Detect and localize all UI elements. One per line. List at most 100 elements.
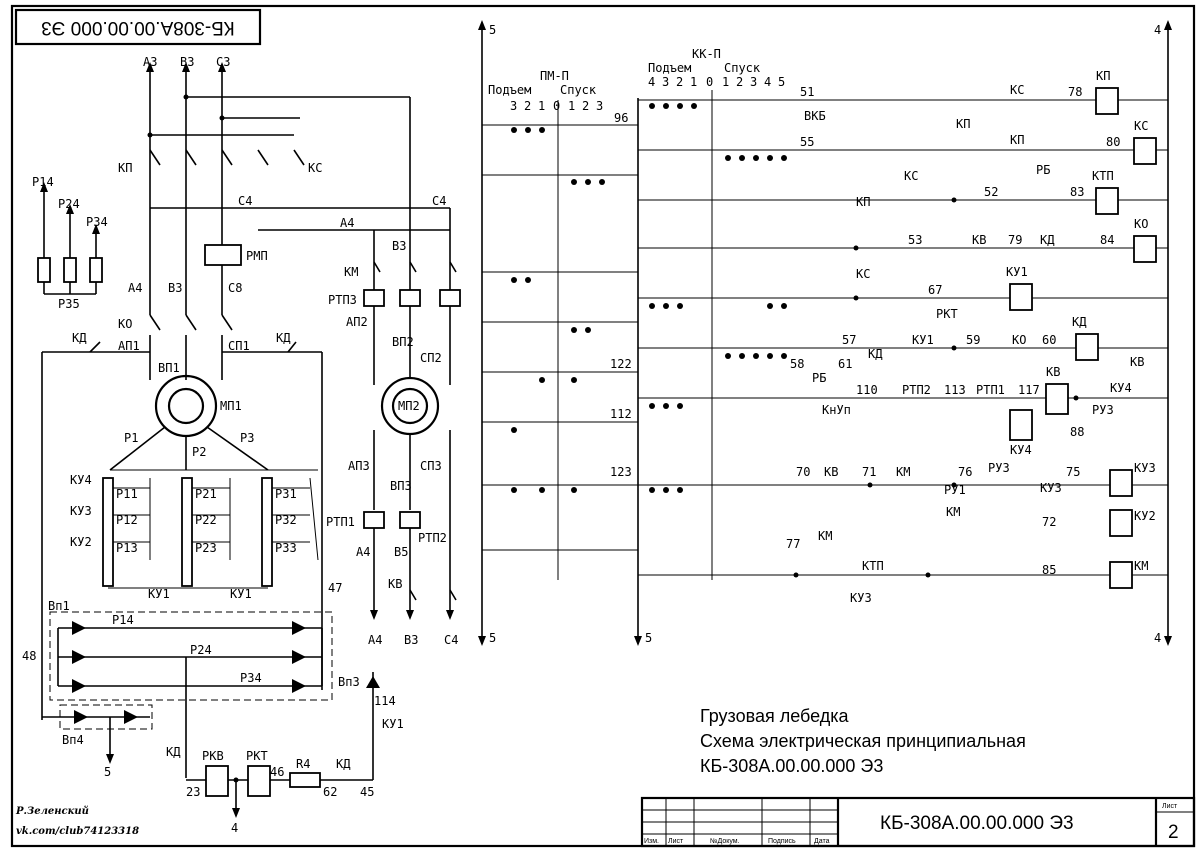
- ku4-label: КУ4: [70, 473, 92, 487]
- wire-61: 61: [838, 357, 852, 371]
- wire-58: 58: [790, 357, 804, 371]
- kk-up-3: 3: [662, 75, 669, 89]
- ku3-contact: КУЗ: [1040, 481, 1062, 495]
- rkv-label: РКВ: [202, 749, 224, 763]
- wire-70: 70: [796, 465, 810, 479]
- kp-label: КП: [118, 161, 132, 175]
- a4b-label: А4: [356, 545, 370, 559]
- ap1-label: АП1: [118, 339, 140, 353]
- p14-legend-label: Р14: [32, 175, 54, 189]
- ku3-contact-2: КУЗ: [850, 591, 872, 605]
- power-circuit: А3 В3 С3 КП КС С4 А4 РМП А4 В3 С8 КО: [22, 55, 450, 835]
- rtp3-label: РТП3: [328, 293, 357, 307]
- p34-legend-label: Р34: [86, 215, 108, 229]
- ku1-bottom-label: КУ1: [382, 717, 404, 731]
- title-line-3: КБ-308А.00.00.000 Э3: [700, 756, 883, 776]
- upside-down-code-box: КБ-308А.00.00.000 Э3: [14, 8, 262, 46]
- km-contact: КМ: [896, 465, 910, 479]
- kv-label: КВ: [388, 577, 402, 591]
- p2-label: Р2: [192, 445, 206, 459]
- ko-label: КО: [118, 317, 132, 331]
- bus-right-bottom: 4: [1154, 631, 1161, 645]
- p3-label: Р3: [240, 431, 254, 445]
- rmp-label: РМП: [246, 249, 268, 263]
- ru3-contact-2: РУЗ: [988, 461, 1010, 475]
- rtp1-label: РТП1: [326, 515, 355, 529]
- pm-title: ПМ-П: [540, 69, 569, 83]
- kk-down-1: 1: [722, 75, 729, 89]
- pm-down: Спуск: [560, 83, 597, 97]
- coil-kv-label: КВ: [1046, 365, 1060, 379]
- ap3-label: АП3: [348, 459, 370, 473]
- km-label: КМ: [344, 265, 358, 279]
- kp-contact-2: КП: [1010, 133, 1024, 147]
- p21-label: Р21: [195, 487, 217, 501]
- coil-ku1-label: КУ1: [1006, 265, 1028, 279]
- rtp1-contact: РТП1: [976, 383, 1005, 397]
- pm-zero: 0: [553, 99, 560, 113]
- r4-label: R4: [296, 757, 310, 771]
- vp1b-label: Вп1: [48, 599, 70, 613]
- kd-contact-2: КД: [868, 347, 883, 361]
- bus-mid-bottom: 5: [645, 631, 652, 645]
- b3-wire-label: В3: [168, 281, 182, 295]
- title-line-1: Грузовая лебедка: [700, 706, 850, 726]
- ku3-label: КУ3: [70, 504, 92, 518]
- b3-out-label: В3: [404, 633, 418, 647]
- vkb-label: ВКБ: [804, 109, 826, 123]
- wire-110: 110: [856, 383, 878, 397]
- p14-label: Р14: [112, 613, 134, 627]
- kd-chain-label: КД: [336, 757, 351, 771]
- kk-up-4: 4: [648, 75, 655, 89]
- wire-75: 75: [1066, 465, 1080, 479]
- n62-label: 62: [323, 785, 337, 799]
- pm-up-3: 3: [510, 99, 517, 113]
- wire-122: 122: [610, 357, 632, 371]
- wire-78: 78: [1068, 85, 1082, 99]
- rtp2-contact: РТП2: [902, 383, 931, 397]
- coil-set: [1009, 87, 1157, 589]
- coil-kp-label: КП: [1096, 69, 1110, 83]
- ap2-label: АП2: [346, 315, 368, 329]
- author-name: Р.Зеленский: [15, 806, 89, 817]
- wire-85: 85: [1042, 563, 1056, 577]
- kk-up-2: 2: [676, 75, 683, 89]
- coil-ktp-label: КТП: [1092, 169, 1114, 183]
- c4-label: С4: [238, 194, 252, 208]
- p23-label: Р23: [195, 541, 217, 555]
- kd-bottom-label: КД: [166, 745, 181, 759]
- kv-contact: КВ: [972, 233, 986, 247]
- upside-down-code: КБ-308А.00.00.000 Э3: [41, 17, 235, 38]
- p33-label: Р33: [275, 541, 297, 555]
- coil-ku2-label: КУ2: [1134, 509, 1156, 523]
- phase-b3-label: В3: [180, 55, 194, 69]
- wire-112: 112: [610, 407, 632, 421]
- ks-contact-1: КС: [1010, 83, 1024, 97]
- col-doc: №Докум.: [710, 838, 740, 845]
- knup-label: КнУп: [822, 403, 851, 417]
- wire-84: 84: [1100, 233, 1114, 247]
- kk-up: Подъем: [648, 61, 691, 75]
- c8-wire-label: С8: [228, 281, 242, 295]
- col-izm: Изм.: [644, 838, 659, 845]
- wire-77: 77: [786, 537, 800, 551]
- n48-label: 48: [22, 649, 36, 663]
- ko-contact: КО: [1012, 333, 1026, 347]
- wire-67: 67: [928, 283, 942, 297]
- sheet-label: Лист: [1162, 803, 1178, 810]
- ks-contact-3: КС: [856, 267, 870, 281]
- coil-ks-label: КС: [1134, 119, 1148, 133]
- p32-label: Р32: [275, 513, 297, 527]
- sp3-label: СП3: [420, 459, 442, 473]
- c4-right-label: С4: [432, 194, 446, 208]
- wire-72: 72: [1042, 515, 1056, 529]
- col-sign: Подпись: [768, 838, 796, 845]
- vp1-label: ВП1: [158, 361, 180, 375]
- b5-label: В5: [394, 545, 408, 559]
- title-code: КБ-308А.00.00.000 Э3: [880, 813, 1074, 834]
- a4-wire-label: А4: [128, 281, 142, 295]
- pm-down-1: 1: [568, 99, 575, 113]
- kp-contact-1: КП: [956, 117, 970, 131]
- vp3w-label: ВП3: [390, 479, 412, 493]
- mp1-label: МП1: [220, 399, 242, 413]
